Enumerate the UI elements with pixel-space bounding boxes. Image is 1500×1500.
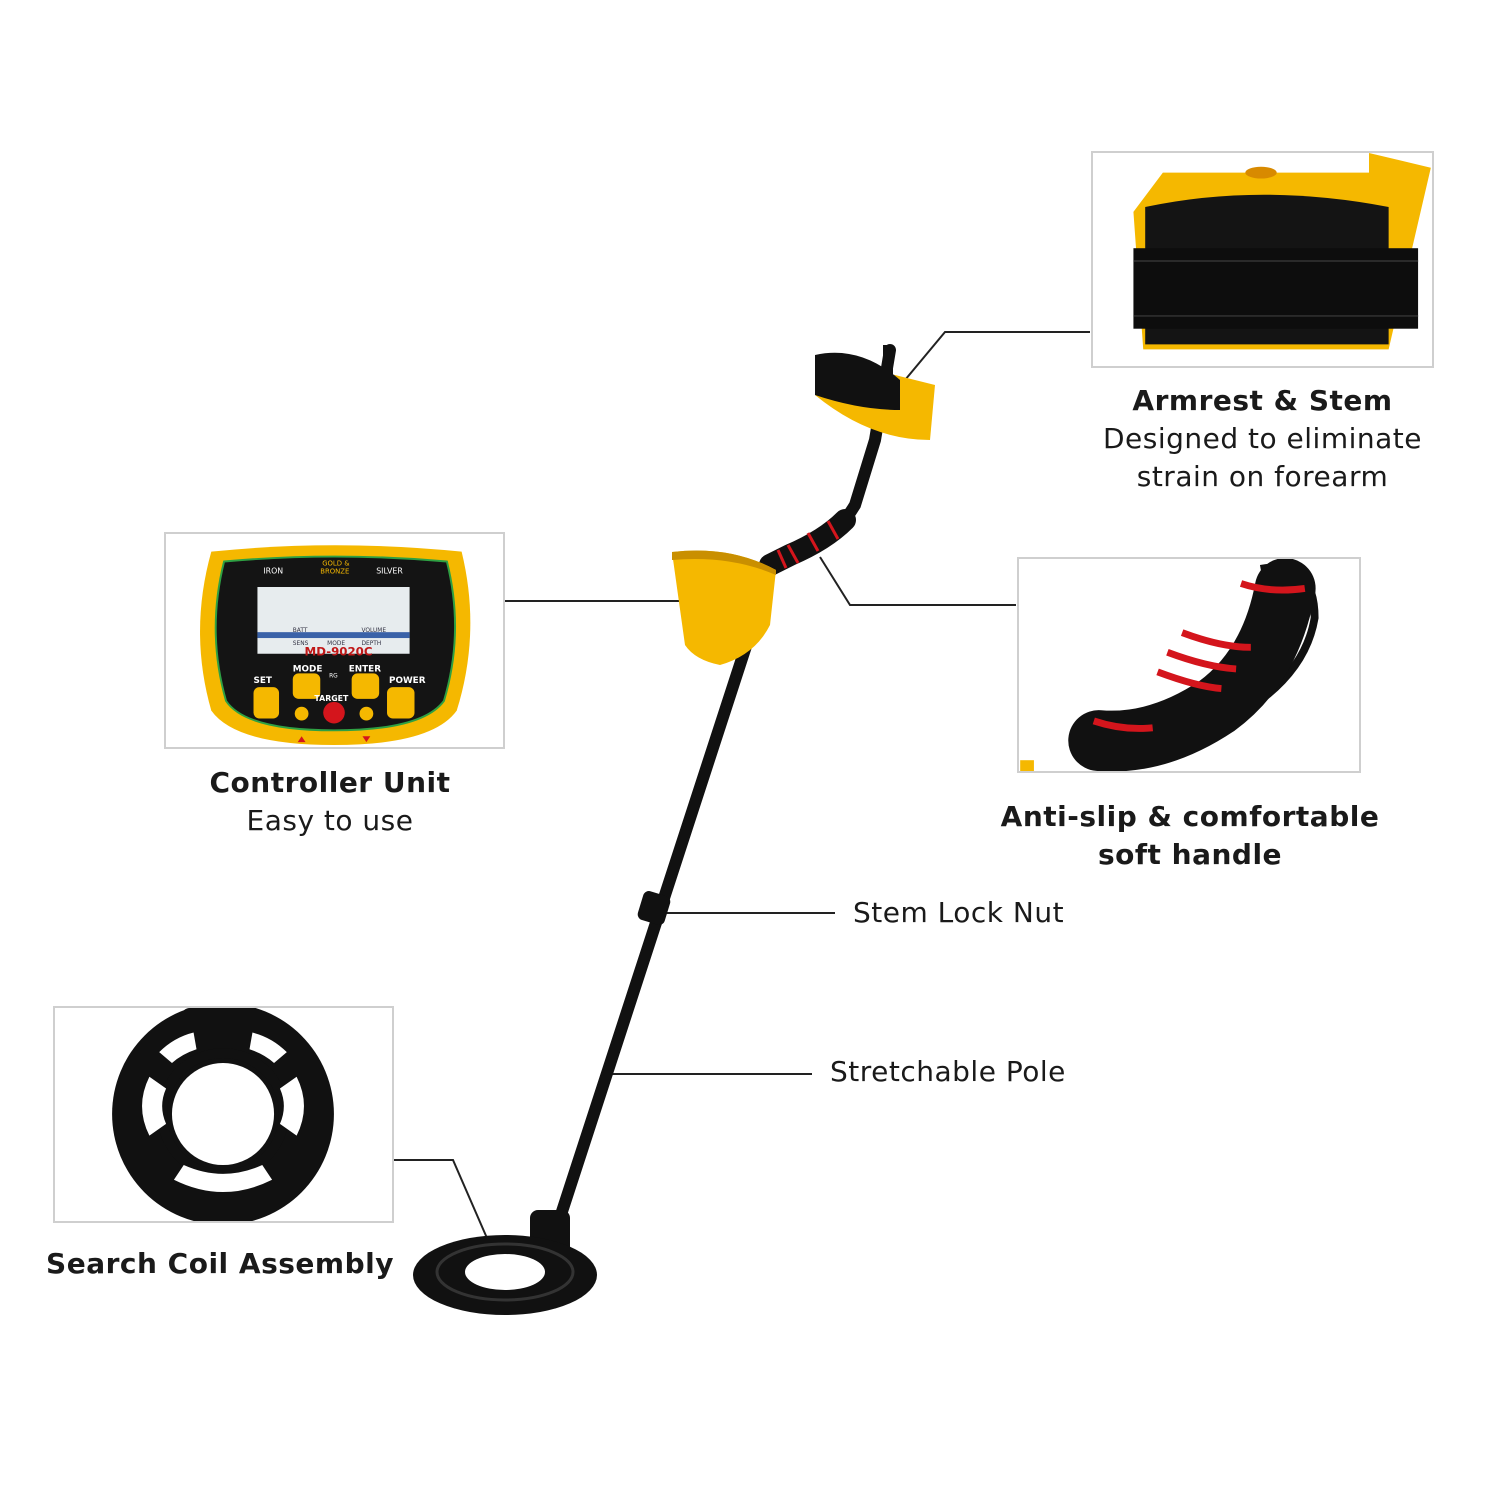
handle-title-1: Anti-slip & comfortable	[1000, 800, 1380, 833]
search-coil	[413, 1210, 597, 1315]
controller-title: Controller Unit	[209, 766, 451, 799]
coil-title: Search Coil Assembly	[46, 1247, 394, 1280]
label-silver: SILVER	[376, 566, 403, 575]
armrest-caption: Armrest & Stem Designed to eliminate str…	[1070, 382, 1455, 496]
leader-handle	[819, 556, 1016, 606]
controller-caption: Controller Unit Easy to use	[164, 764, 496, 840]
label-gold-1: GOLD &	[322, 559, 350, 567]
btn-mode-label: MODE	[293, 664, 323, 674]
controller-subtitle: Easy to use	[246, 804, 414, 837]
controller-panel-image: IRON GOLD & BRONZE SILVER BATT VOLUME SE…	[200, 545, 471, 746]
armrest-detail-frame	[1091, 151, 1434, 368]
set-button	[253, 687, 280, 719]
armrest	[815, 345, 935, 440]
btn-enter-label: ENTER	[349, 664, 381, 674]
label-volume: VOLUME	[361, 628, 386, 634]
btn-set-label: SET	[254, 676, 272, 686]
leader-lines	[393, 331, 1090, 1246]
label-depth: DEPTH	[361, 641, 381, 647]
power-button	[387, 687, 415, 719]
label-mode: MODE	[327, 641, 345, 647]
label-rg: RG	[329, 673, 338, 679]
coil-caption: Search Coil Assembly	[40, 1245, 400, 1283]
handle-foam	[759, 509, 856, 576]
stem-lock-nut-label: Stem Lock Nut	[853, 896, 1065, 929]
label-batt: BATT	[293, 628, 308, 634]
enter-button	[351, 673, 380, 699]
target-button	[323, 701, 345, 724]
leader-coil	[393, 1159, 491, 1246]
coil-image	[112, 1008, 334, 1221]
label-iron: IRON	[263, 566, 283, 575]
handle-caption: Anti-slip & comfortable soft handle	[990, 798, 1390, 874]
handle-detail-frame	[1017, 557, 1361, 773]
pole	[550, 634, 754, 1236]
label-gold-2: BRONZE	[320, 567, 349, 575]
armrest-subtitle-2: strain on forearm	[1136, 460, 1389, 493]
label-sens: SENS	[293, 641, 309, 647]
armrest-subtitle-1: Designed to eliminate	[1102, 422, 1423, 455]
handle-title-2: soft handle	[1097, 838, 1283, 871]
controller-box	[672, 550, 776, 665]
armrest-title: Armrest & Stem	[1132, 384, 1393, 417]
handle-image	[1020, 559, 1319, 771]
leader-armrest	[904, 331, 1090, 381]
mode-button	[292, 673, 321, 699]
model-name: MD-9020C	[305, 645, 373, 659]
btn-power-label: POWER	[389, 676, 426, 686]
controller-detail-frame: IRON GOLD & BRONZE SILVER BATT VOLUME SE…	[164, 532, 505, 749]
coil-detail-frame	[53, 1006, 394, 1223]
stretchable-pole-label: Stretchable Pole	[830, 1055, 1066, 1088]
btn-target-label: TARGET	[314, 694, 349, 703]
armrest-image	[1133, 153, 1431, 350]
